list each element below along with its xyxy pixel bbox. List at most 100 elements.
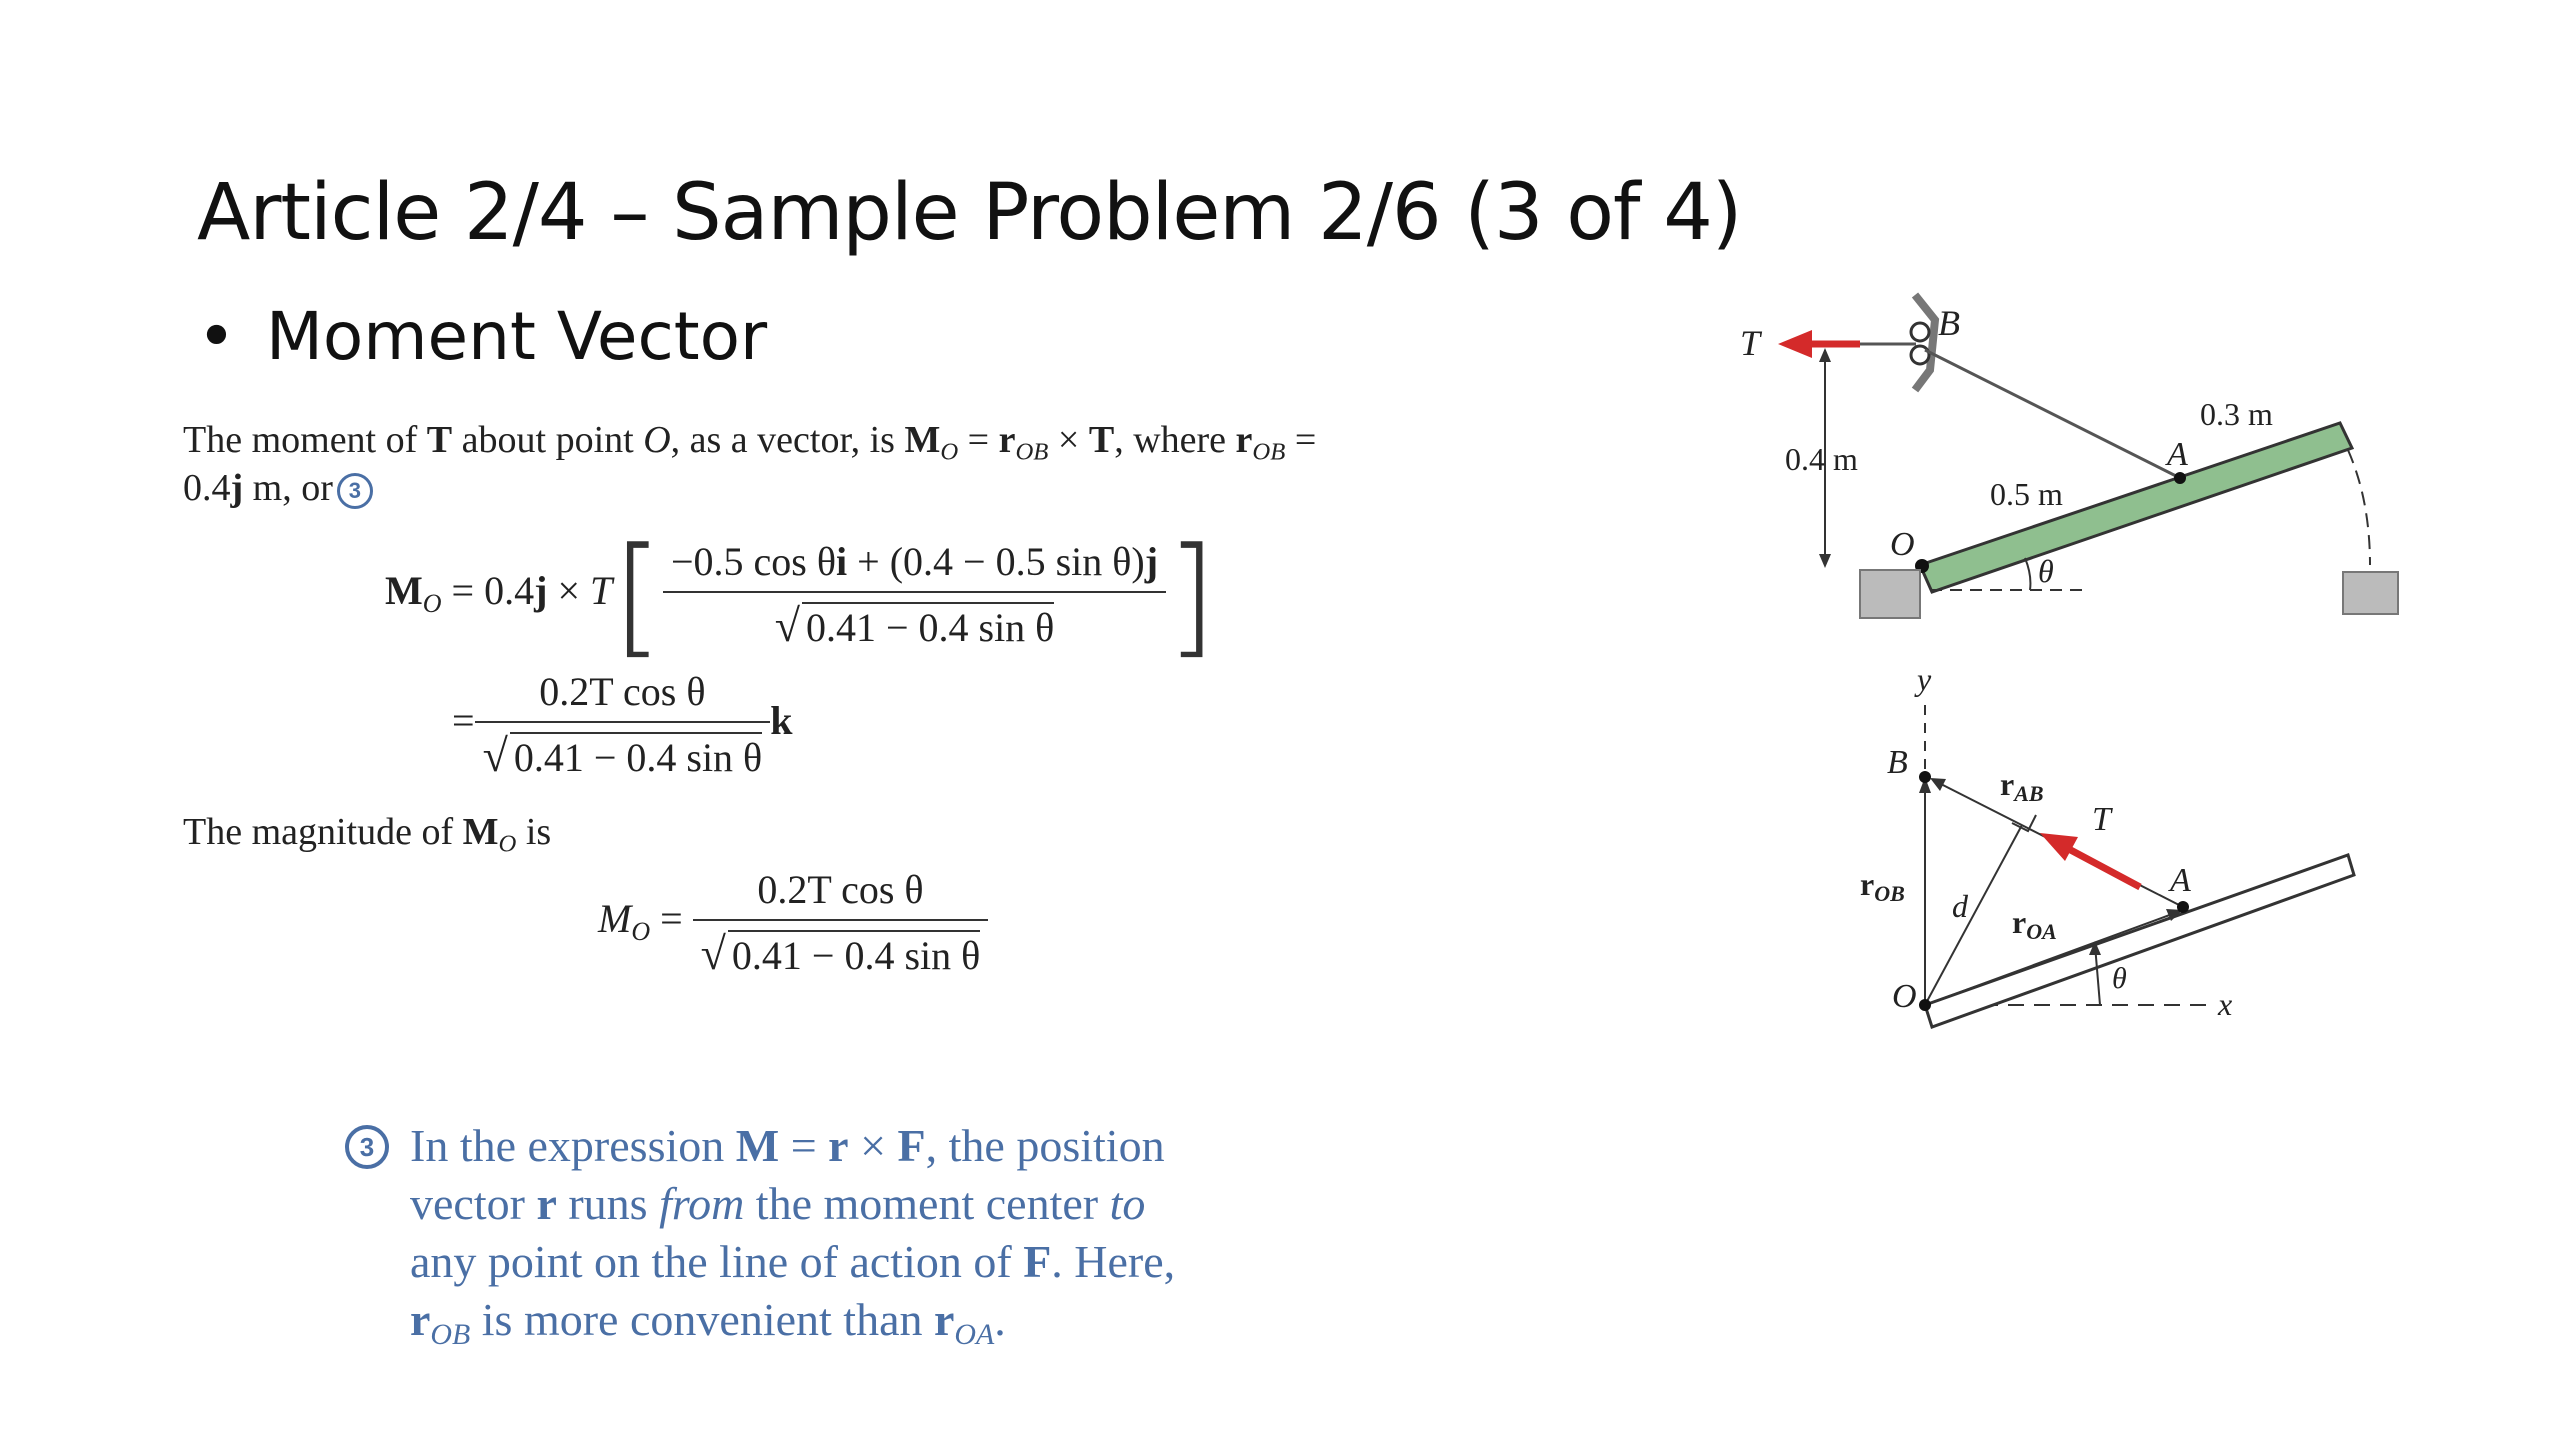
note-sub: OB <box>430 1317 471 1351</box>
footnote-line-3: any point on the line of action of F. He… <box>410 1233 1175 1291</box>
r-OA-arrowhead-icon <box>2166 909 2183 921</box>
note-text: the moment center <box>744 1178 1110 1229</box>
label-T: T <box>2092 801 2113 838</box>
label-A: A <box>2168 862 2191 899</box>
r-AB-sub: AB <box>2012 781 2043 806</box>
label-d: d <box>1952 888 1969 924</box>
eq2-numerator: 0.2T cos θ <box>474 668 771 723</box>
equation-3: MO = 0.2T cos θ√0.41 − 0.4 sin θ <box>598 866 989 980</box>
footnote-line-2: vector r runs from the moment center to <box>410 1175 1175 1233</box>
note-text: is more convenient than <box>470 1294 934 1345</box>
intro-sub: OB <box>1252 438 1286 466</box>
label-O: O <box>1890 526 1915 563</box>
footnote-lines: In the expression M = r × F, the positio… <box>410 1117 1175 1364</box>
note-symbol: F <box>1023 1236 1052 1287</box>
eq1-lhs-sub: O <box>422 588 442 618</box>
intro-symbol-j: j <box>230 467 244 509</box>
note-symbol: r <box>828 1120 849 1171</box>
note-ref-marker: 3 <box>336 473 373 510</box>
r-OB-sub: OB <box>1874 881 1905 906</box>
eq1-num-part: −0.5 cos θ <box>670 539 837 584</box>
r-OA-symbol: r <box>2012 904 2026 940</box>
pulley-icon <box>1909 321 1931 343</box>
note-symbol: r <box>410 1294 431 1345</box>
eq1-fraction: −0.5 cos θi + (0.4 − 0.5 sin θ)j√0.41 − … <box>662 538 1167 652</box>
note-text: vector <box>410 1178 537 1229</box>
r-AB-arrowhead-icon <box>1930 778 1946 791</box>
intro-text: = <box>958 419 999 461</box>
label-T: T <box>1740 323 1763 363</box>
theta-arc <box>2024 557 2032 591</box>
intro-sub: OB <box>1015 438 1049 466</box>
note-symbol: M <box>735 1120 780 1171</box>
eq3-equals: = <box>650 896 693 942</box>
note-italic: to <box>1109 1178 1146 1229</box>
eq1-T: T <box>590 568 613 614</box>
r-OA-sub: OA <box>2026 919 2057 944</box>
intro-symbol-r: r <box>998 419 1016 461</box>
equation-1: MO = 0.4j × T[−0.5 cos θi + (0.4 − 0.5 s… <box>385 530 1217 660</box>
note-text: . <box>994 1294 1006 1345</box>
note-symbol: r <box>934 1294 955 1345</box>
eq2-den-text: 0.41 − 0.4 sin θ <box>509 732 763 781</box>
intro-symbol-M: M <box>904 419 941 461</box>
label-x: x <box>2217 986 2232 1022</box>
r-AB-symbol: r <box>2000 766 2014 802</box>
r-OB-arrowhead-icon <box>1919 777 1931 793</box>
magnitude-symbol-M: M <box>462 811 499 853</box>
bullet-dot-icon: • <box>197 298 236 375</box>
dim-arrow-icon <box>1819 348 1831 362</box>
eq1-numerator: −0.5 cos θi + (0.4 − 0.5 sin θ)j <box>662 538 1167 593</box>
cable-BA <box>1924 348 2181 480</box>
eq3-numerator: 0.2T cos θ <box>692 866 989 921</box>
point-B-dot <box>1919 771 1931 783</box>
label-r-AB: rAB <box>2000 766 2044 806</box>
note-text: any point on the line of action of <box>410 1236 1024 1287</box>
intro-text: about point <box>452 419 644 461</box>
note-symbol: r <box>536 1178 557 1229</box>
tension-arrowhead-icon <box>1778 330 1812 358</box>
right-bracket-icon: ] <box>1166 519 1217 671</box>
footnote-marker: 3 <box>345 1125 389 1169</box>
tension-arrow-icon <box>2063 843 2142 891</box>
base-support <box>1859 569 1921 619</box>
radical-icon: √ <box>774 600 800 651</box>
intro-line-1: The moment of T about point O, as a vect… <box>183 416 1316 476</box>
note-italic: from <box>659 1178 745 1229</box>
point-A-dot <box>2174 472 2186 484</box>
label-y: y <box>1914 661 1932 697</box>
eq1-lhs: M <box>385 568 423 614</box>
dim-05: 0.5 m <box>1990 476 2063 512</box>
note-text: × <box>848 1120 898 1171</box>
wall-bracket-icon <box>1911 292 1940 393</box>
dim-03: 0.3 m <box>2200 396 2273 432</box>
label-theta: θ <box>2038 553 2054 589</box>
point-A-dot <box>2177 901 2189 913</box>
magnitude-sub: O <box>498 830 517 858</box>
point-O-dot <box>1919 999 1931 1011</box>
left-bracket-icon: [ <box>612 519 663 671</box>
intro-sub: O <box>940 438 959 466</box>
label-B: B <box>1887 744 1908 781</box>
intro-symbol-r: r <box>1235 419 1253 461</box>
distance-d <box>1924 824 2023 1006</box>
radical-icon: √ <box>482 730 508 781</box>
intro-symbol-T: T <box>426 419 453 461</box>
eq3-lhs: M <box>598 896 632 942</box>
note-sub: OA <box>954 1317 995 1351</box>
label-O: O <box>1892 978 1917 1015</box>
magnitude-text: The magnitude of <box>183 811 463 853</box>
footnote-3: 3 In the expression M = r × F, the posit… <box>345 1117 1175 1364</box>
label-theta: θ <box>2112 962 2127 995</box>
eq3-fraction: 0.2T cos θ√0.41 − 0.4 sin θ <box>692 866 989 980</box>
intro-text: m, or <box>243 467 333 509</box>
note-text: , the position <box>925 1120 1165 1171</box>
intro-text: × <box>1048 419 1089 461</box>
eq1-mid: = 0.4 <box>441 568 535 614</box>
eq2-k: k <box>770 698 793 744</box>
slide-title: Article 2/4 – Sample Problem 2/6 (3 of 4… <box>197 168 1742 258</box>
eq1-num-j: j <box>1144 539 1159 584</box>
bullet-moment-vector: •Moment Vector <box>197 298 767 375</box>
